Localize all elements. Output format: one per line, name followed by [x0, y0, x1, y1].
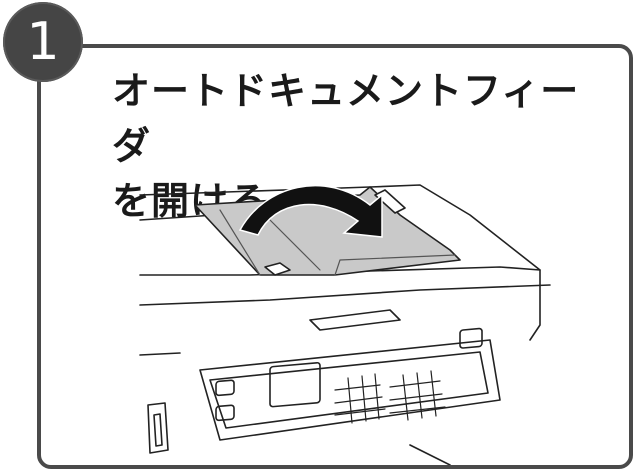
printer-illustration: [139, 184, 551, 465]
step-title-line-1: オートドキュメントフィーダ: [112, 69, 580, 168]
control-panel: [199, 339, 501, 441]
step-badge: 1: [3, 2, 83, 82]
curved-arrow-icon: [238, 184, 383, 238]
step-number: 1: [26, 12, 60, 72]
step-title: オートドキュメントフィーダ を開ける: [112, 64, 612, 229]
